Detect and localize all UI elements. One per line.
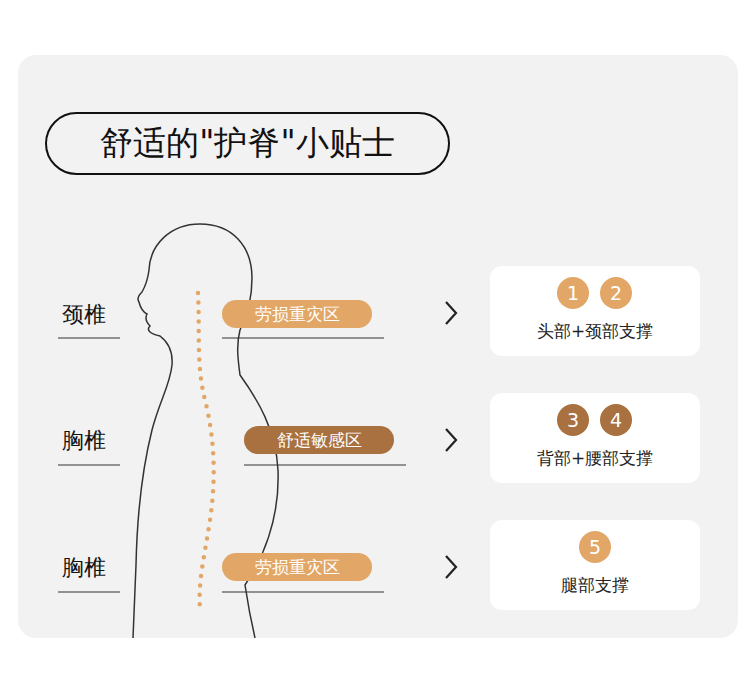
support-text: 腿部支撑 [490,574,700,597]
spine-dots [198,293,214,610]
support-box: 头部+颈部支撑 1 2 [490,266,700,356]
zone-tag: 劳损重灾区 [222,553,372,581]
zone-tag: 劳损重灾区 [222,300,372,328]
node-text: 5 [589,536,601,558]
zone-tag: 舒适敏感区 [244,426,394,454]
node-text: 舒适敏感区 [277,429,362,452]
node-text: 1 [567,282,579,304]
callout-number: 5 [579,531,611,563]
callout-number: 3 [557,404,589,436]
node-text: 3 [567,409,579,431]
underline [58,592,120,593]
support-text: 头部+颈部支撑 [490,320,700,343]
underline [222,338,384,339]
chevron [446,556,456,578]
chevron [446,429,456,451]
underlines [58,338,406,592]
node-text: 劳损重灾区 [255,556,340,579]
underline [58,465,120,466]
node-text: 4 [610,409,622,431]
callout-number: 2 [600,277,632,309]
panel [18,55,738,638]
underline [222,592,384,593]
chevrons [446,302,456,578]
callout-number: 4 [600,404,632,436]
node-text: 2 [610,282,622,304]
support-box: 背部+腰部支撑 3 4 [490,393,700,483]
spine-label: 胸椎 [62,553,106,583]
spine-label: 胸椎 [62,426,106,456]
spine-label: 颈椎 [62,300,106,330]
title: 舒适的"护脊"小贴士 [100,121,394,166]
chevron [446,302,456,324]
node-text: 劳损重灾区 [255,303,340,326]
callout-number: 1 [557,277,589,309]
underline [244,465,406,466]
title-pill: 舒适的"护脊"小贴士 [45,112,450,175]
support-text: 背部+腰部支撑 [490,447,700,470]
support-box: 腿部支撑 5 [490,520,700,610]
underline [58,338,120,339]
